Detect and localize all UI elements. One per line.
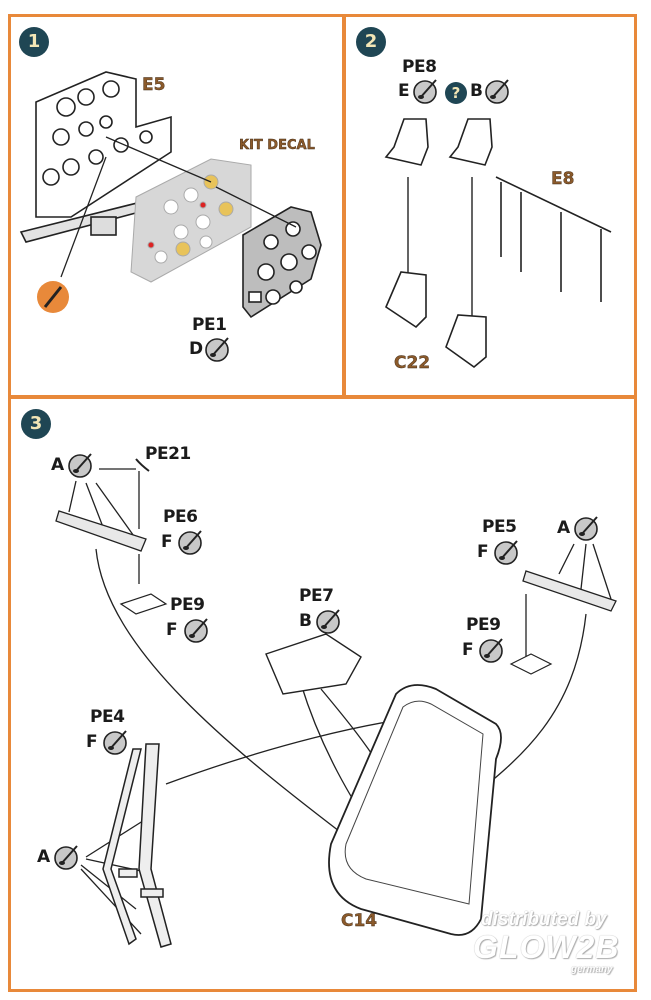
c22-pedal-parts xyxy=(385,271,487,369)
pe1-part xyxy=(242,206,322,319)
watermark-germany: germany xyxy=(571,964,613,975)
step-3-panel: 3 xyxy=(8,396,637,992)
paint-code-f: F xyxy=(86,732,98,752)
paint-code-f: F xyxy=(161,532,173,552)
part-label-pe9: PE9 xyxy=(170,595,205,615)
paint-code-f: F xyxy=(477,542,489,562)
watermark-logo: GLOW2B xyxy=(473,929,620,965)
glue-icon xyxy=(37,281,69,313)
instrument-panel-illustration xyxy=(19,71,322,319)
watermark-distributed-by: distributed by xyxy=(481,909,607,930)
pe21-part xyxy=(135,458,150,472)
step-number-badge: 3 xyxy=(21,409,51,439)
part-label-c22: C22 xyxy=(394,353,431,373)
paint-brush-icon xyxy=(54,845,78,870)
part-label-pe1: PE1 xyxy=(192,315,227,335)
pe6-belt-part xyxy=(55,510,147,552)
paint-brush-icon xyxy=(205,337,229,362)
rudder-pedals-illustration xyxy=(384,118,612,369)
paint-brush-icon xyxy=(316,609,340,634)
paint-code-e: E xyxy=(398,81,410,101)
paint-code-a: A xyxy=(557,518,570,538)
e8-pedal-frame xyxy=(495,176,612,302)
step-2-panel: 2 PE8 E ? B E8 C22 xyxy=(343,14,637,398)
c14-seat-part xyxy=(328,684,502,936)
part-label-pe4: PE4 xyxy=(90,707,125,727)
paint-code-f: F xyxy=(462,640,474,660)
paint-brush-icon xyxy=(479,638,503,663)
pe7-pad-part xyxy=(265,633,362,695)
pe8-pedal-parts xyxy=(384,118,493,166)
paint-brush-icon xyxy=(103,730,127,755)
paint-code-b: B xyxy=(299,611,312,631)
part-label-pe8: PE8 xyxy=(402,57,437,77)
paint-brush-icon xyxy=(413,79,437,104)
kit-decal-label: KIT DECAL xyxy=(239,138,315,153)
step-1-panel: 1 xyxy=(8,14,345,398)
pe4-harness-part xyxy=(102,743,172,948)
part-label-pe7: PE7 xyxy=(299,586,334,606)
paint-brush-icon xyxy=(574,516,598,541)
part-label-pe21: PE21 xyxy=(145,444,191,464)
assembly-arrows xyxy=(407,177,473,317)
part-label-pe6: PE6 xyxy=(163,507,198,527)
part-label-e8: E8 xyxy=(551,169,575,189)
step-number-badge: 2 xyxy=(356,27,386,57)
part-label-c14: C14 xyxy=(341,911,378,931)
paint-code-a: A xyxy=(37,847,50,867)
pe9-left-part xyxy=(119,593,168,615)
assembly-arrows xyxy=(60,136,297,278)
pe9-right-part xyxy=(509,653,553,675)
paint-brush-icon xyxy=(184,618,208,643)
paint-brush-icon xyxy=(178,530,202,555)
paint-code-d: D xyxy=(189,339,203,359)
step-number-badge: 1 xyxy=(19,27,49,57)
part-label-pe5: PE5 xyxy=(482,517,517,537)
kit-decal-part xyxy=(130,158,252,283)
paint-brush-icon xyxy=(494,540,518,565)
part-label-e5: E5 xyxy=(142,75,166,95)
seat-belts-illustration xyxy=(55,458,617,948)
paint-brush-icon xyxy=(68,453,92,478)
part-label-pe9: PE9 xyxy=(466,615,501,635)
paint-code-a: A xyxy=(51,455,64,475)
e5-panel-part xyxy=(19,71,172,243)
pe5-belt-part xyxy=(522,570,617,612)
paint-code-b: B xyxy=(470,81,483,101)
paint-brush-icon xyxy=(485,79,509,104)
paint-code-f: F xyxy=(166,620,178,640)
unknown-color-icon: ? xyxy=(445,82,467,104)
